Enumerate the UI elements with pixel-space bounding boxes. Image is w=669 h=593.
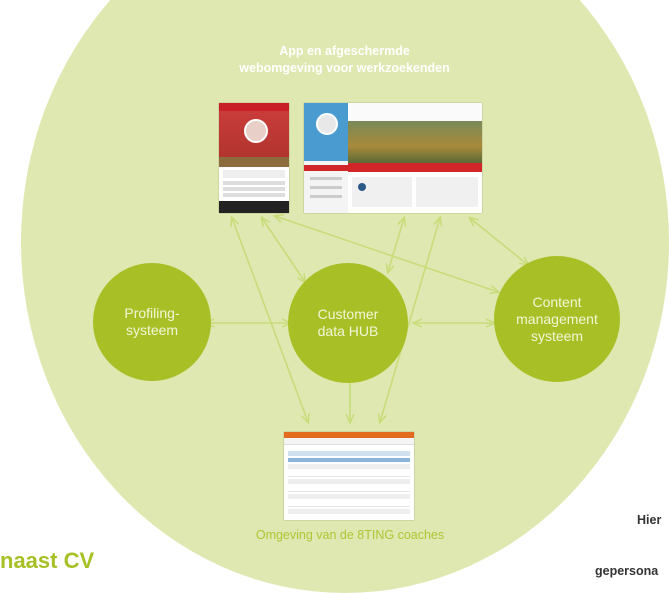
arrow-web-bottom	[380, 218, 440, 422]
coaches-caption: Omgeving van de 8TING coaches	[255, 528, 445, 542]
node-profiling-system: Profiling- systeem	[93, 263, 211, 381]
right-fragment-text-2: gepersona	[595, 564, 659, 578]
node-content-management-system: Content management systeem	[494, 256, 620, 382]
arrow-web-cms	[470, 218, 528, 265]
arrow-phone-bottom	[232, 218, 308, 422]
web-app-screenshot	[304, 103, 482, 213]
phone-app-screenshot	[219, 103, 289, 213]
coaches-environment-screenshot	[284, 432, 414, 520]
right-fragment-text-1: Hier	[637, 513, 662, 527]
node-customer-data-hub: Customer data HUB	[288, 263, 408, 383]
arrow-phone-hub	[262, 218, 305, 282]
arrow-web-hub	[388, 218, 404, 272]
app-title: App en afgeschermde webomgeving voor wer…	[239, 44, 450, 75]
cv-fragment-text: naast CV	[0, 548, 95, 573]
